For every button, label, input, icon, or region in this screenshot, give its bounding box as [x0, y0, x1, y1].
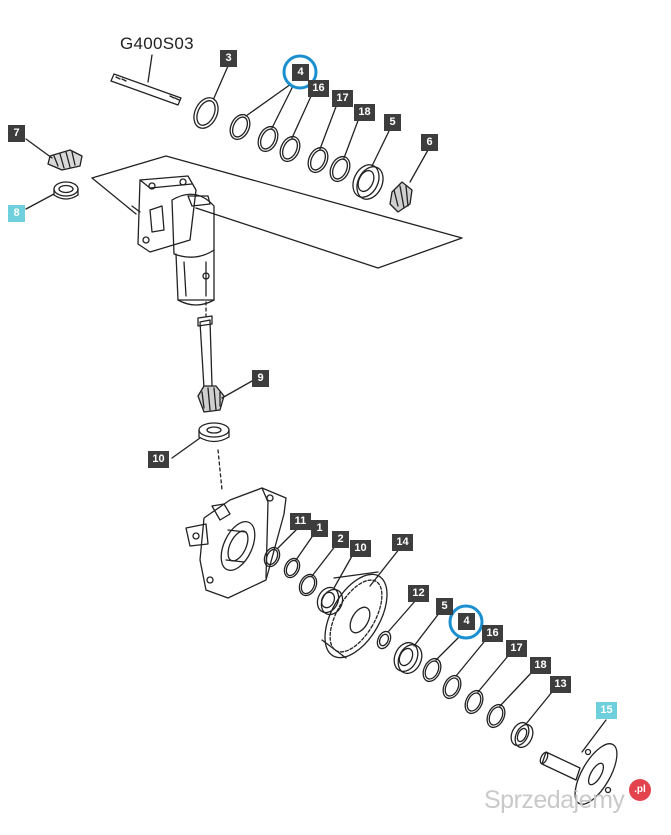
- shim-rings-low: [422, 635, 533, 729]
- callout-16-top: 16: [308, 80, 329, 97]
- highlight-ring-4-top: [282, 54, 318, 90]
- callout-18-low: 18: [530, 657, 551, 674]
- bevel-pinion-6: [389, 149, 429, 213]
- bearing-5-top: [352, 128, 391, 200]
- bearing-5-low: [393, 611, 441, 675]
- callout-9: 9: [252, 370, 269, 387]
- callout-2: 2: [332, 531, 349, 548]
- assembly-bracket-lines: [91, 155, 463, 269]
- drive-shaft-top: [110, 54, 182, 106]
- callout-8: 8: [8, 205, 25, 222]
- callout-5-top: 5: [384, 114, 401, 131]
- watermark-badge: .pl: [629, 779, 651, 801]
- callout-17-low: 17: [506, 640, 527, 657]
- shim-rings-top: [229, 83, 360, 183]
- callout-14: 14: [392, 534, 413, 551]
- callout-4-top: 4: [292, 64, 309, 81]
- callout-4-low: 4: [458, 613, 475, 630]
- bearing-8: [25, 181, 79, 210]
- callout-1: 1: [311, 520, 328, 537]
- highlight-ring-4-low: [448, 604, 484, 640]
- callout-11: 11: [290, 513, 311, 530]
- callout-6: 6: [421, 134, 438, 151]
- callout-10-low: 10: [350, 540, 371, 557]
- seal-13: [510, 691, 553, 749]
- ring-12: [376, 599, 417, 650]
- circlip-3: [193, 65, 229, 129]
- output-flange-15: [539, 719, 618, 805]
- crown-gear-14: [321, 547, 401, 659]
- callout-17-top: 17: [332, 90, 353, 107]
- bevel-gear-7: [25, 138, 83, 171]
- callout-3: 3: [220, 50, 237, 67]
- ring-2-bearing-10: [298, 544, 353, 616]
- lower-gearbox-housing: [185, 487, 287, 599]
- diagram-code: G400S03: [120, 34, 194, 53]
- seal-rings-11-1: [263, 527, 315, 579]
- callout-13: 13: [550, 676, 571, 693]
- pinion-gear-9: [197, 380, 253, 413]
- callout-5-low: 5: [436, 598, 453, 615]
- callout-15: 15: [596, 702, 617, 719]
- watermark-text: Sprzedajemy: [484, 786, 625, 814]
- upper-gearbox-housing: [137, 175, 215, 306]
- callout-16-low: 16: [482, 625, 503, 642]
- callout-18-top: 18: [354, 104, 375, 121]
- callout-10-mid: 10: [148, 451, 169, 468]
- callout-12: 12: [408, 585, 429, 602]
- vertical-shaft: [197, 301, 213, 389]
- callout-7: 7: [8, 125, 25, 142]
- bearing-10-mid: [171, 422, 230, 491]
